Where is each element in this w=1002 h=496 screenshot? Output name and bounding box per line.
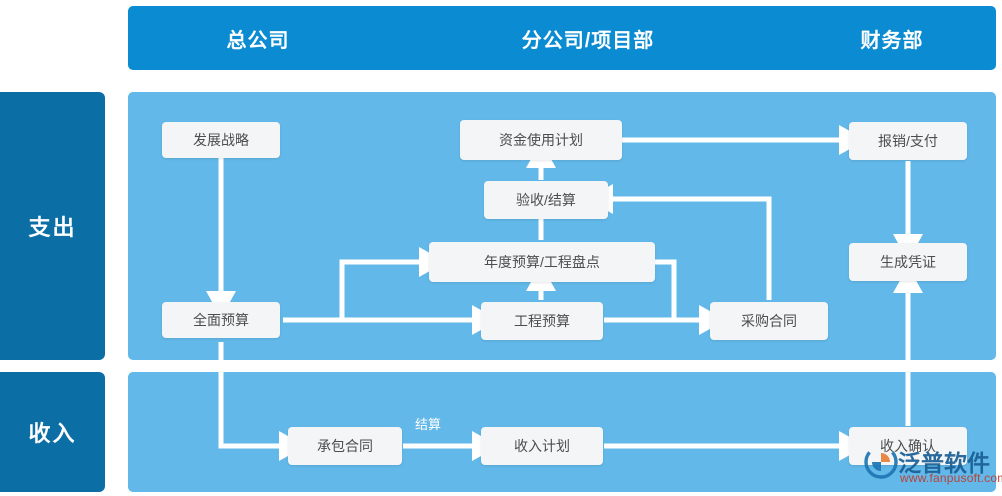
node-label: 验收/结算 [516,192,576,208]
header-bar: 总公司 分公司/项目部 财务部 [128,6,996,70]
node-chengbao-hetong[interactable]: 承包合同 [288,427,402,465]
row-label-income: 收入 [0,372,105,492]
node-label: 发展战略 [193,132,249,148]
node-label: 生成凭证 [880,254,936,270]
node-shengcheng-pingzheng[interactable]: 生成凭证 [849,243,967,281]
node-quanmian-yusuan[interactable]: 全面预算 [162,302,280,338]
node-gongcheng-yusuan[interactable]: 工程预算 [481,302,603,340]
node-shouru-jihua[interactable]: 收入计划 [481,427,603,465]
node-label: 年度预算/工程盘点 [484,254,600,270]
node-label: 收入确认 [880,438,936,454]
header-column-label: 财务部 [860,29,924,52]
header-column-finance: 财务部 [788,6,996,70]
node-label: 资金使用计划 [499,132,583,148]
node-shouru-queren[interactable]: 收入确认 [849,427,967,465]
header-column-head-office: 总公司 [128,6,388,70]
node-yanshou-jiesuan[interactable]: 验收/结算 [484,181,608,219]
node-label: 承包合同 [317,438,373,454]
node-zijin-shiyong-jihua[interactable]: 资金使用计划 [460,120,622,160]
row-label-expense: 支出 [0,92,105,360]
node-caigou-hetong[interactable]: 采购合同 [710,302,828,340]
edge-label-text: 结算 [415,417,442,432]
node-fazhan-zhanlve[interactable]: 发展战略 [162,122,280,158]
header-column-branch-project: 分公司/项目部 [388,6,788,70]
node-label: 收入计划 [514,438,570,454]
node-label: 报销/支付 [878,133,938,149]
header-column-label: 分公司/项目部 [521,29,655,52]
node-label: 全面预算 [193,312,249,328]
edge-label-jiesuan: 结算 [415,414,441,433]
node-niandu-yusuan-gongcheng-pandian[interactable]: 年度预算/工程盘点 [429,242,655,282]
row-label-text: 收入 [28,421,77,446]
node-label: 采购合同 [741,313,797,329]
node-baoxiao-zhifu[interactable]: 报销/支付 [849,122,967,160]
node-label: 工程预算 [514,313,570,329]
row-label-text: 支出 [28,215,77,240]
header-column-label: 总公司 [226,29,290,52]
